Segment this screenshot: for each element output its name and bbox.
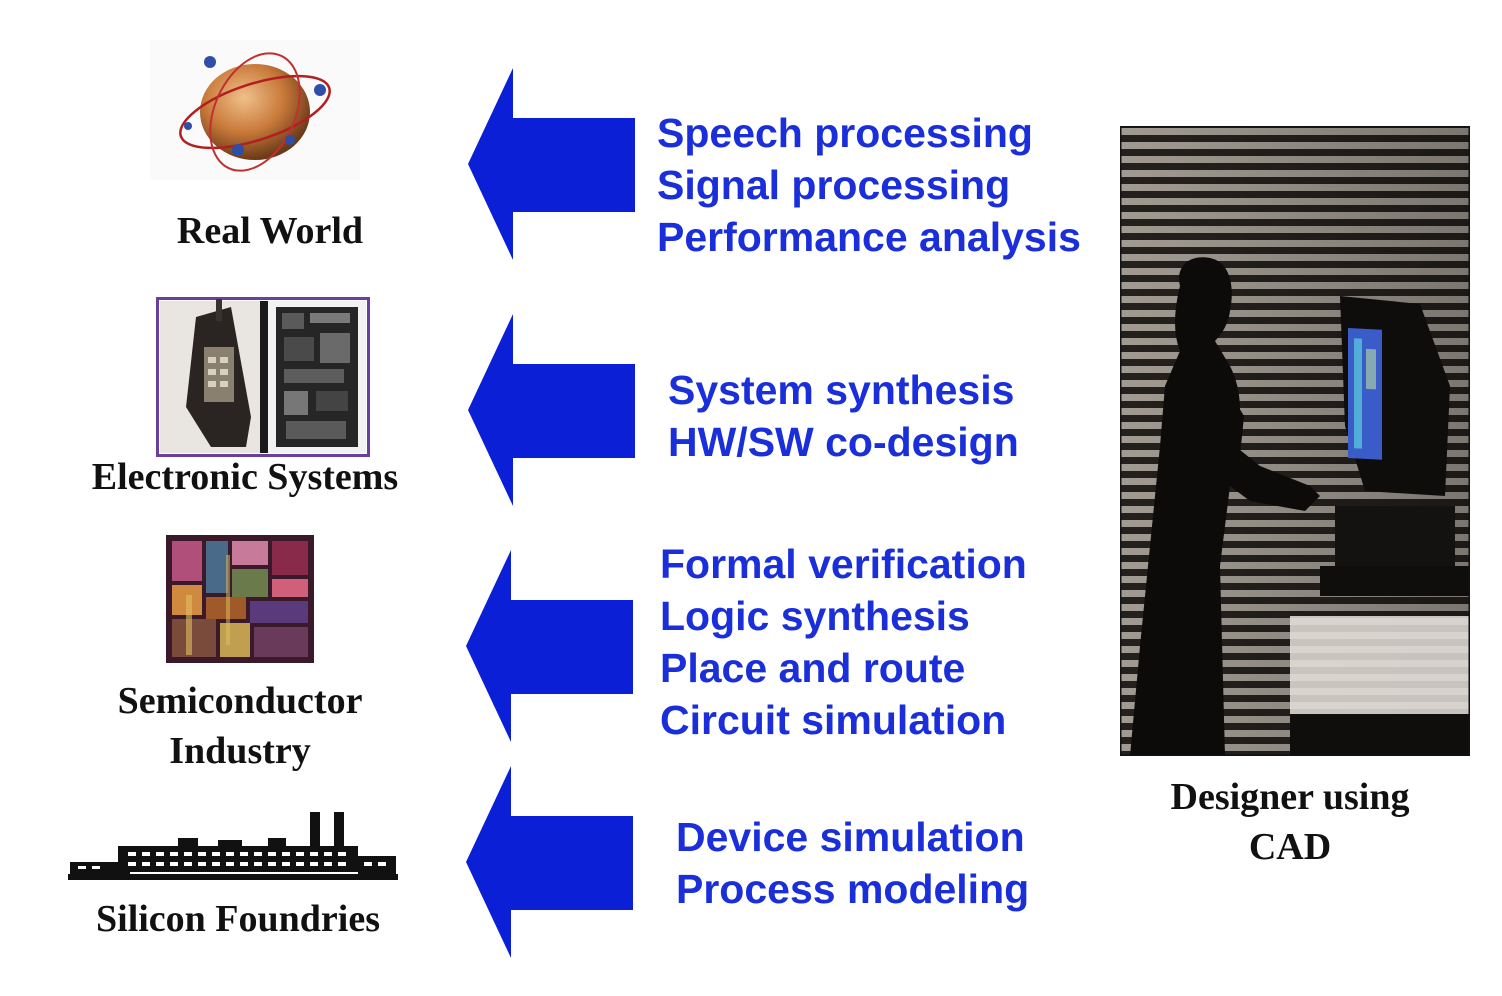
task-item: Device simulation	[676, 814, 1025, 860]
designer-caption: Designer using CAD	[1170, 776, 1410, 868]
factory-icon	[68, 812, 398, 880]
task-item: Signal processing	[657, 162, 1011, 208]
atom-globe-icon	[150, 40, 360, 180]
cellphone-and-circuit-board-icon	[156, 297, 370, 457]
task-item: HW/SW co-design	[668, 419, 1019, 465]
task-item: Logic synthesis	[660, 593, 970, 639]
task-item: System synthesis	[668, 367, 1015, 413]
task-list-semiconductor-industry: Formal verification Logic synthesis Plac…	[660, 538, 1027, 746]
task-list-real-world: Speech processing Signal processing Perf…	[657, 107, 1081, 263]
level-label-real-world: Real World	[176, 210, 364, 252]
task-item: Speech processing	[657, 110, 1033, 156]
task-item: Formal verification	[660, 541, 1027, 587]
chip-die-icon	[166, 535, 314, 663]
arrow-left-icon	[468, 68, 635, 260]
task-list-silicon-foundries: Device simulation Process modeling	[676, 811, 1029, 915]
task-item: Process modeling	[676, 866, 1030, 912]
task-item: Place and route	[660, 645, 966, 691]
task-item: Circuit simulation	[660, 697, 1007, 743]
designer-silhouette-at-computer-icon	[1120, 126, 1470, 756]
level-label-semiconductor-industry: Semiconductor Industry	[117, 680, 363, 772]
arrow-left-icon	[468, 314, 635, 506]
level-label-electronic-systems: Electronic Systems	[91, 456, 399, 498]
arrow-left-icon	[466, 550, 633, 742]
task-item: Performance analysis	[657, 214, 1081, 260]
task-list-electronic-systems: System synthesis HW/SW co-design	[668, 364, 1019, 468]
level-label-silicon-foundries: Silicon Foundries	[96, 898, 380, 940]
arrow-left-icon	[466, 766, 633, 958]
